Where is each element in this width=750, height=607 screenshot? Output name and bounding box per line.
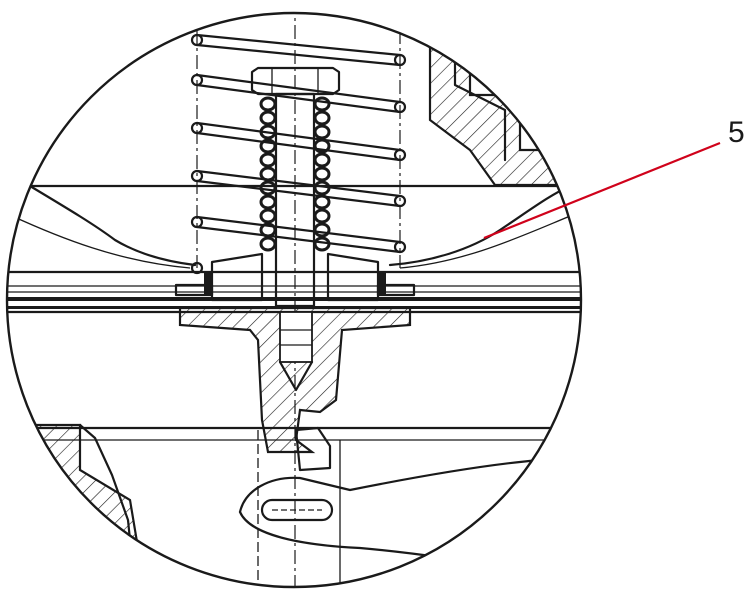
callout-label-5: 5 <box>728 116 745 149</box>
spring <box>190 30 407 275</box>
spring-seat <box>174 252 416 302</box>
inner-coil <box>259 166 277 182</box>
inner-coil <box>313 124 331 140</box>
inner-coil <box>259 110 277 126</box>
inner-coil <box>313 96 331 112</box>
inner-coil <box>313 194 331 210</box>
inner-coil <box>313 208 331 224</box>
inner-coil <box>259 194 277 210</box>
detail-contents <box>7 13 581 587</box>
inner-coil <box>259 236 277 252</box>
inner-coil <box>313 166 331 182</box>
diaphragm <box>9 184 581 269</box>
lever <box>238 426 581 587</box>
callout-leader-line <box>483 141 721 240</box>
inner-coil <box>313 152 331 168</box>
screw <box>250 13 341 587</box>
detail-circle <box>5 11 583 589</box>
inner-coil <box>259 152 277 168</box>
inner-coil <box>313 222 331 238</box>
inner-coil <box>259 180 277 196</box>
inner-coil <box>313 110 331 126</box>
inner-coil <box>259 96 277 112</box>
inner-coil <box>259 208 277 224</box>
